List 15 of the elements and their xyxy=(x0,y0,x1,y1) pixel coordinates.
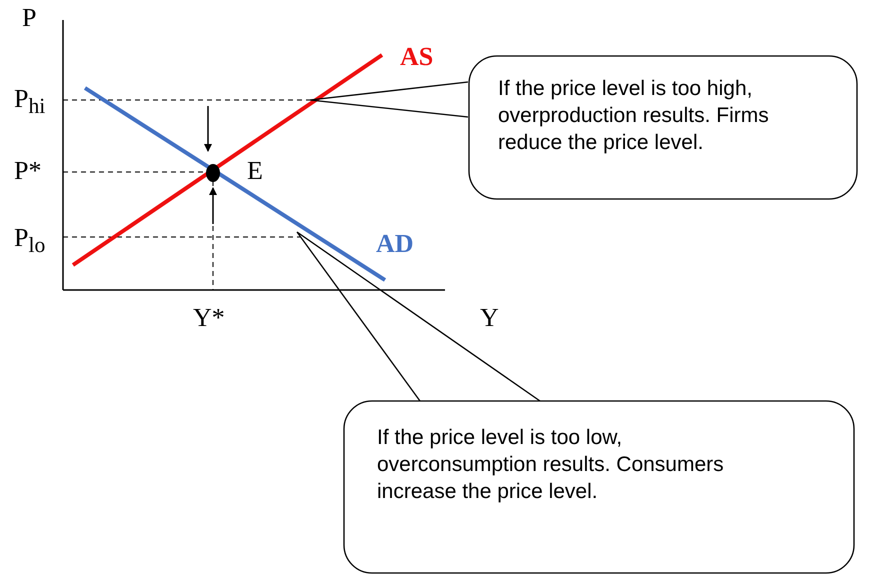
price-level-label: P$_{hi}$ xyxy=(14,84,46,120)
curve-label: AS xyxy=(400,42,434,72)
axis-label: P xyxy=(22,3,36,33)
curve-label: AD xyxy=(376,229,414,259)
callout-pointer xyxy=(296,231,541,402)
callout-bubble xyxy=(468,55,858,200)
callout-bubble xyxy=(343,400,855,574)
callout-text: If the price level is too high, overproduction results. Firms reduce the price level. xyxy=(498,76,770,156)
axis-label: Y xyxy=(480,303,499,333)
price-level-label: P$_{lo}$ xyxy=(14,223,46,260)
callout-pointer xyxy=(309,81,469,118)
point-label: E xyxy=(247,156,263,186)
quantity-label: Y* xyxy=(193,303,225,333)
callout-text: If the price level is too low, overconsumption results. Consumers increase the price level. xyxy=(377,425,725,505)
price-level-label: P* xyxy=(14,156,42,186)
